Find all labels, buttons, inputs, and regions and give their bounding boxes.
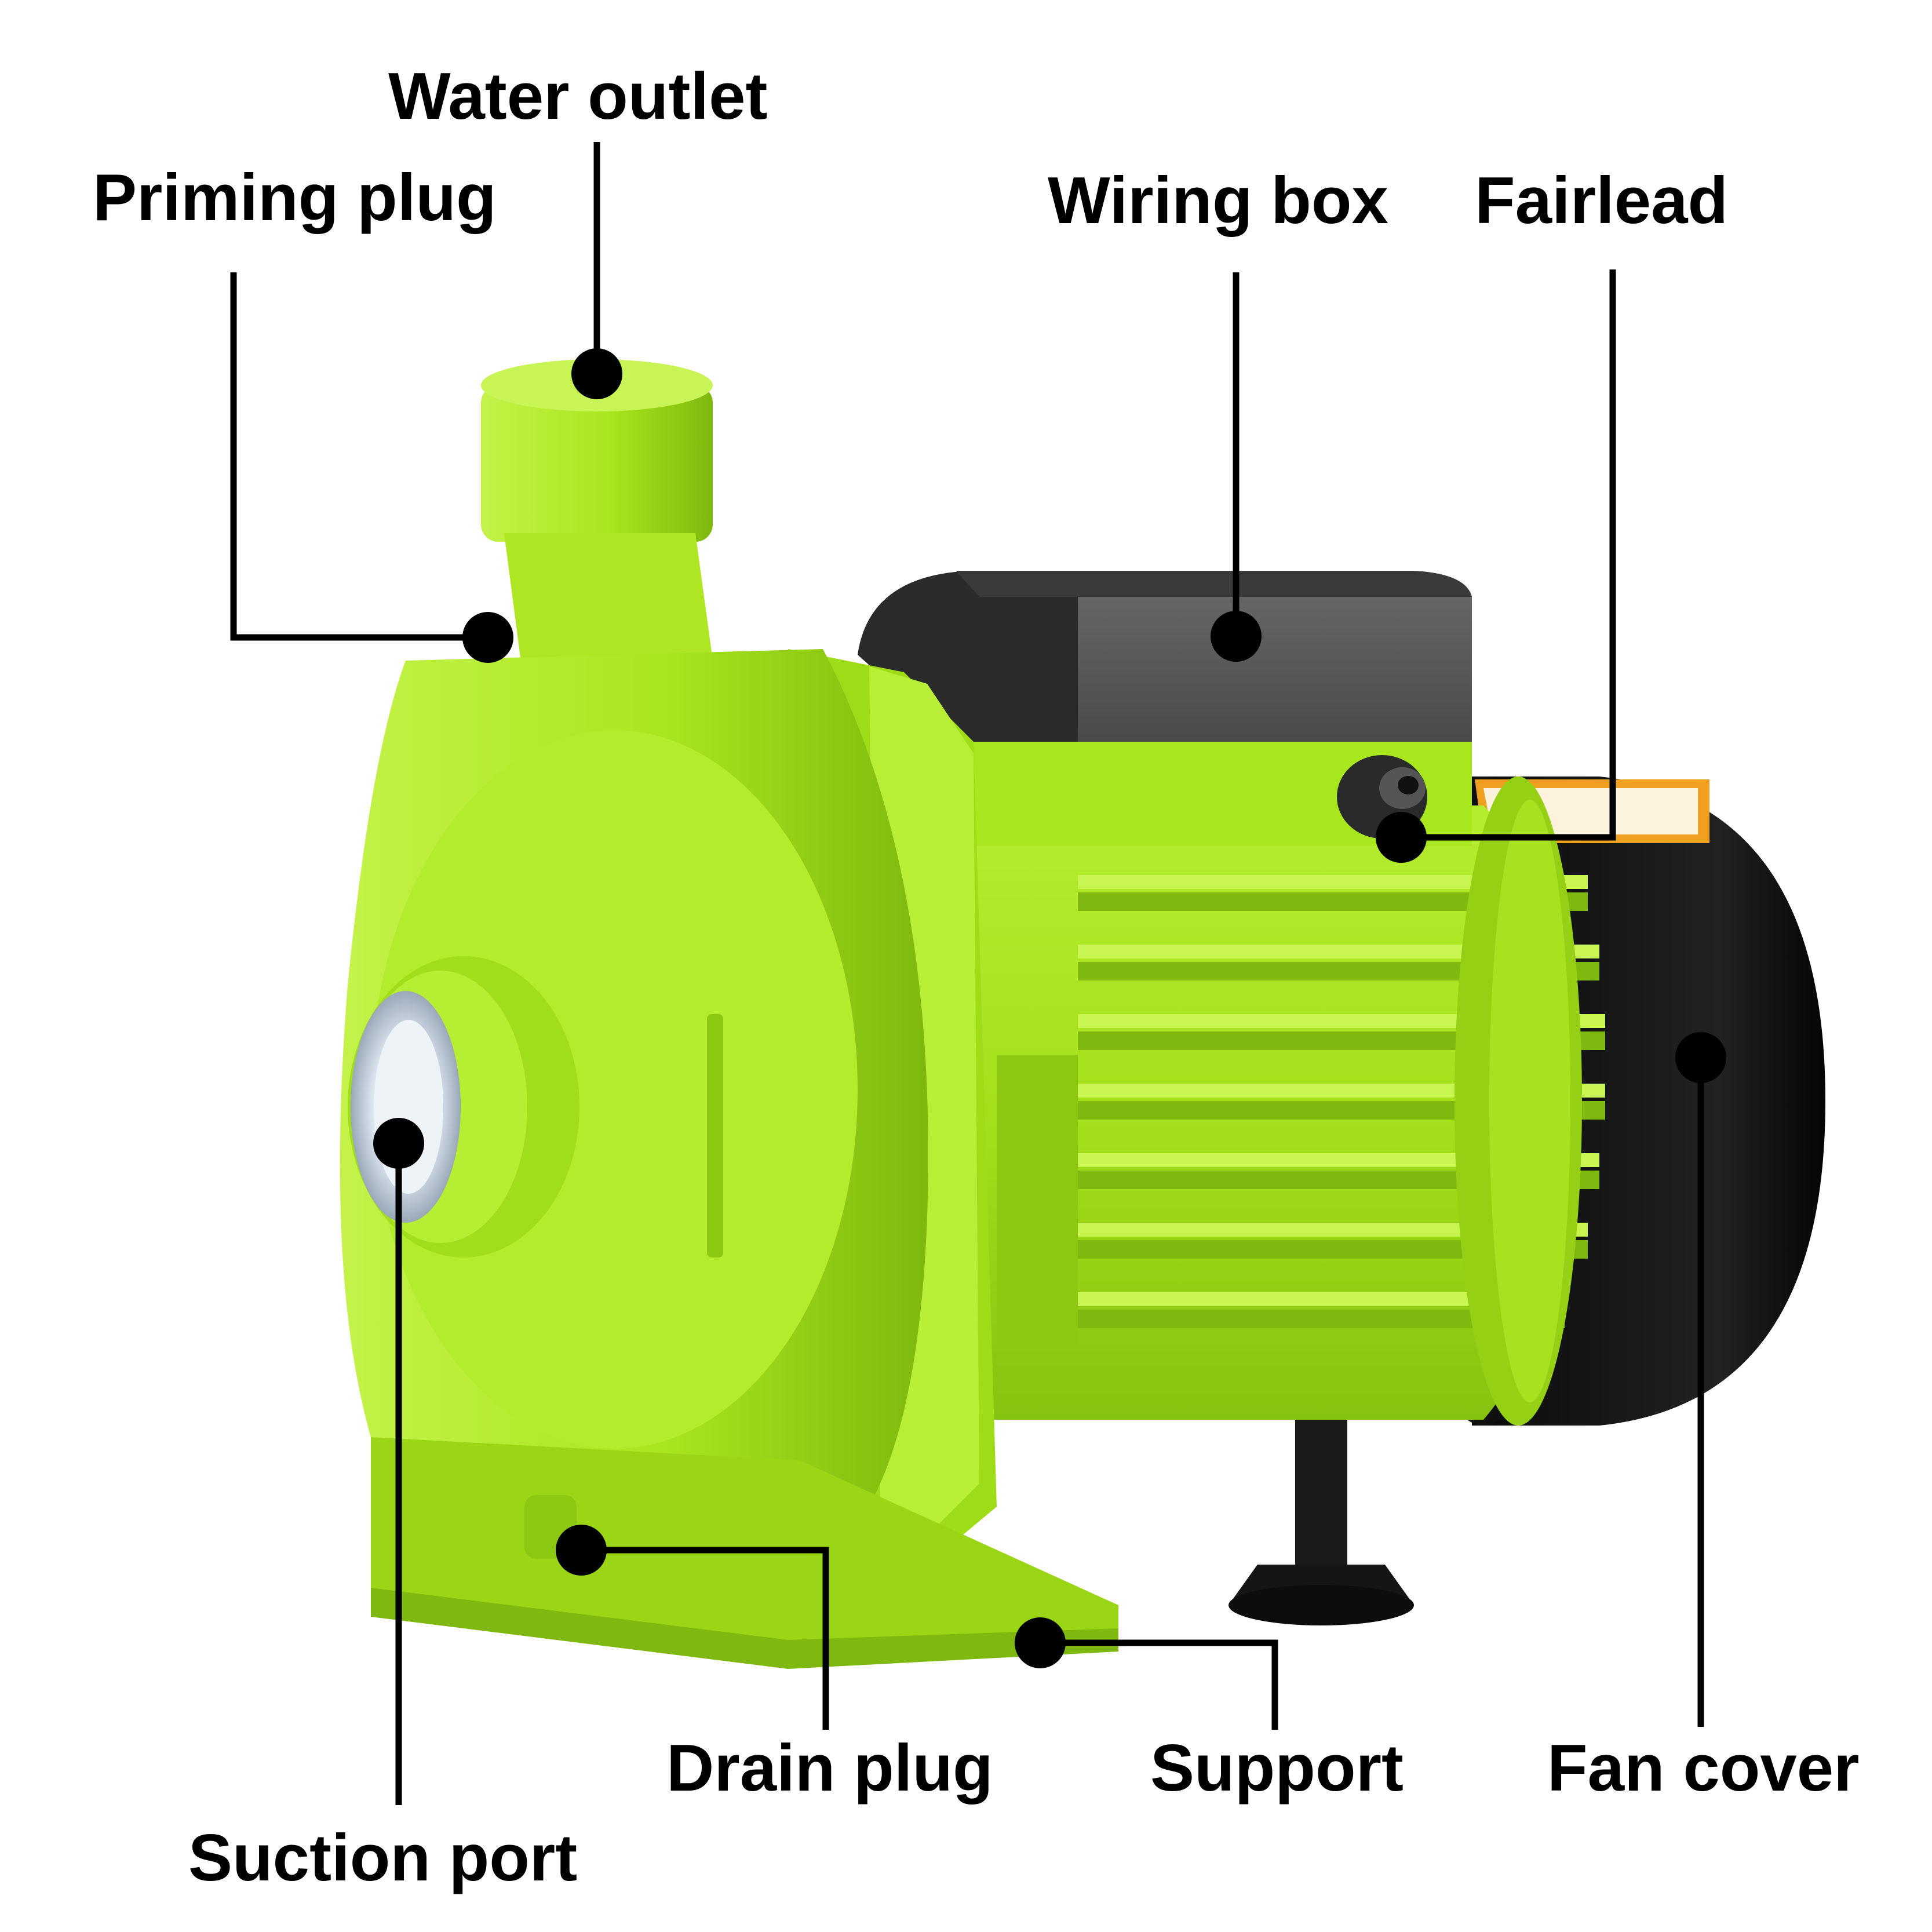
leader-wiring-box bbox=[1211, 272, 1262, 662]
label-drain-plug: Drain plug bbox=[666, 1731, 993, 1805]
labels: Water outlet Priming plug Wiring box Fai… bbox=[93, 60, 1860, 1895]
label-fairlead: Fairlead bbox=[1475, 164, 1728, 238]
leader-suction-port bbox=[373, 1118, 424, 1805]
leader-priming-plug bbox=[230, 272, 513, 663]
leader-lines bbox=[230, 142, 1726, 1805]
leader-fan-cover bbox=[1675, 1032, 1726, 1727]
label-suction-port: Suction port bbox=[188, 1821, 577, 1895]
pump-illustration bbox=[340, 359, 1825, 1669]
rubber-foot bbox=[1229, 1420, 1414, 1625]
label-priming-plug: Priming plug bbox=[93, 161, 497, 235]
leader-drain-plug bbox=[556, 1525, 829, 1730]
leader-support bbox=[1015, 1617, 1278, 1730]
leader-fairlead bbox=[1376, 269, 1616, 863]
label-wiring-box: Wiring box bbox=[1048, 164, 1388, 238]
leader-water-outlet bbox=[571, 142, 622, 399]
motor-body bbox=[956, 777, 1605, 1426]
pump-head bbox=[340, 359, 1118, 1669]
label-fan-cover: Fan cover bbox=[1547, 1731, 1860, 1805]
label-water-outlet: Water outlet bbox=[388, 60, 767, 133]
label-support: Support bbox=[1150, 1731, 1404, 1805]
suction-port-opening bbox=[351, 991, 461, 1223]
